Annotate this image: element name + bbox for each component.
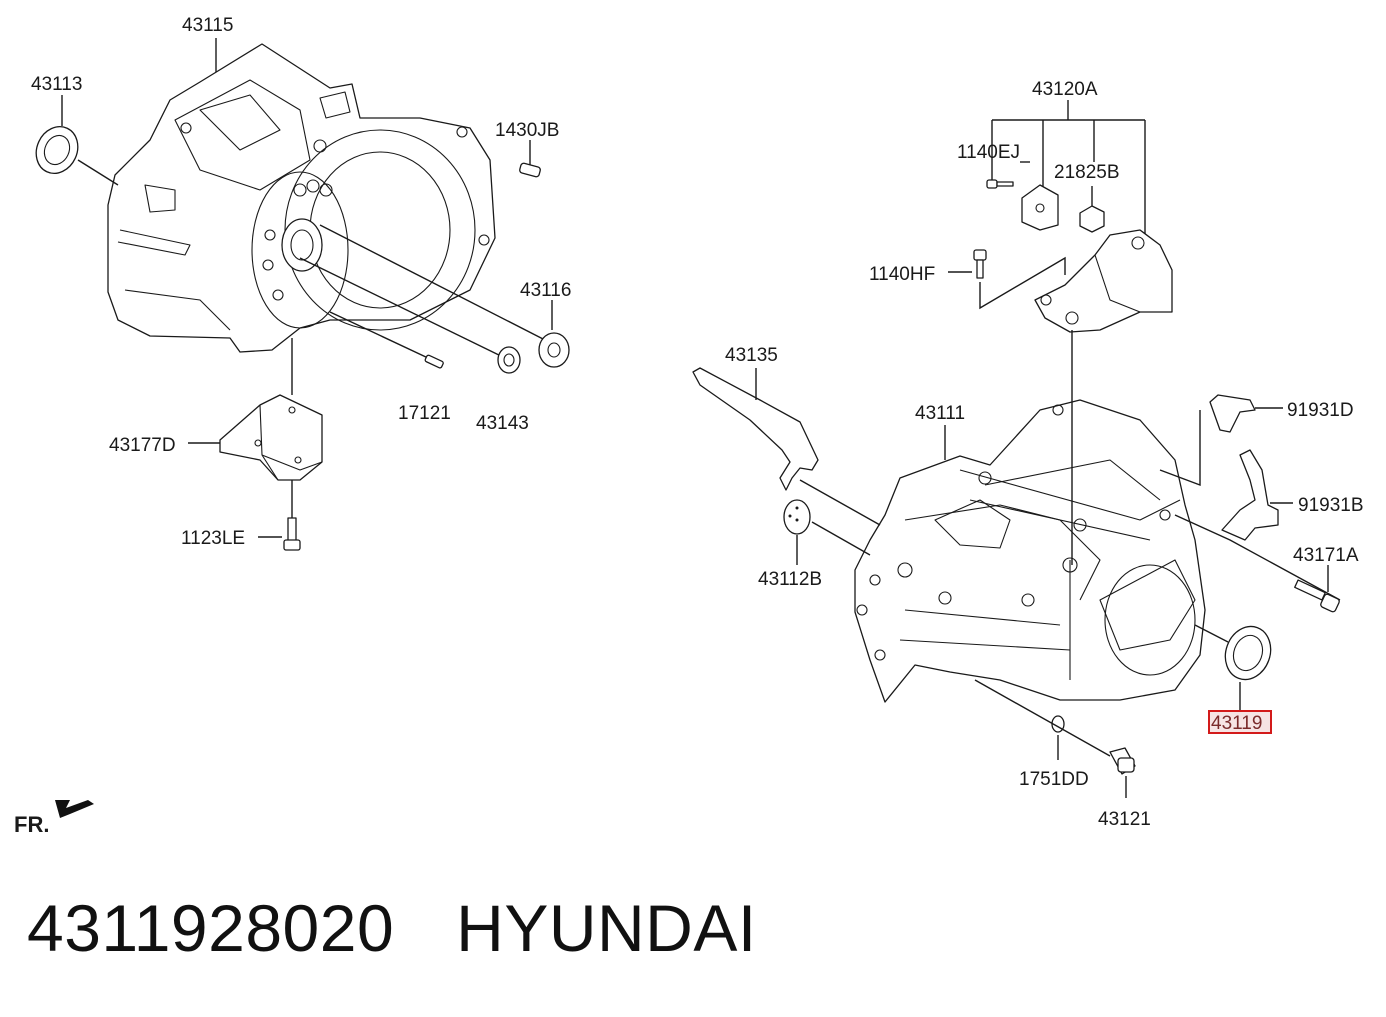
bolt-1123le[interactable] [283,517,301,551]
label-1140ej[interactable]: 1140EJ [957,142,1020,163]
pin-1430jb[interactable] [519,162,541,178]
bracket-91931d[interactable] [1209,394,1256,433]
mount-bracket-43120a[interactable] [1034,229,1173,333]
cover-43135[interactable] [692,367,819,491]
label-43171a[interactable]: 43171A [1293,545,1359,566]
clip-43120a[interactable] [1021,184,1059,231]
clutch-housing-43115[interactable] [107,43,496,353]
highlight-box-43119 [1208,710,1272,734]
label-43121[interactable]: 43121 [1098,809,1151,830]
label-43120a[interactable]: 43120A [1032,79,1098,100]
cap-43112b[interactable] [783,499,811,535]
label-43116[interactable]: 43116 [520,280,571,301]
bushing-21825b[interactable] [1079,205,1105,233]
label-1430jb[interactable]: 1430JB [495,120,559,141]
plug-43121[interactable] [1109,747,1136,775]
seal-43119[interactable] [1218,620,1278,686]
bracket-43177d[interactable] [219,394,323,481]
seal-43143[interactable] [497,346,521,374]
label-43115[interactable]: 43115 [182,15,233,36]
label-91931d[interactable]: 91931D [1287,400,1354,421]
label-1751dd[interactable]: 1751DD [1019,769,1089,790]
label-43111[interactable]: 43111 [915,403,965,424]
part-number: 4311928020 [27,891,395,965]
label-43143[interactable]: 43143 [476,413,529,434]
label-1123le[interactable]: 1123LE [181,528,245,549]
front-arrow-icon [55,800,94,818]
front-label: FR. [14,812,49,837]
label-43135[interactable]: 43135 [725,345,778,366]
label-91931b[interactable]: 91931B [1298,495,1364,516]
label-43177d[interactable]: 43177D [109,435,176,456]
part-footer: 4311928020 HYUNDAI [27,890,757,966]
bolt-43171a[interactable] [1294,579,1340,613]
parts-diagram: FR. 43115 43113 1430JB 43116 43143 17121… [14,15,1364,837]
bolt-1140hf[interactable] [973,249,987,279]
label-1140hf[interactable]: 1140HF [869,264,935,285]
label-43112b[interactable]: 43112B [758,569,822,590]
label-17121[interactable]: 17121 [398,403,451,424]
label-21825b[interactable]: 21825B [1054,162,1120,183]
brand-name: HYUNDAI [456,891,757,965]
bracket-91931b[interactable] [1221,449,1279,541]
label-43113[interactable]: 43113 [31,74,82,95]
plate-43116[interactable] [538,332,570,368]
label-43119[interactable]: 43119 [1211,713,1262,734]
bolt-1140ej[interactable] [986,179,1014,189]
transaxle-case-43111[interactable] [854,399,1206,703]
seal-43113[interactable] [29,120,86,180]
pin-17121[interactable] [424,354,444,369]
